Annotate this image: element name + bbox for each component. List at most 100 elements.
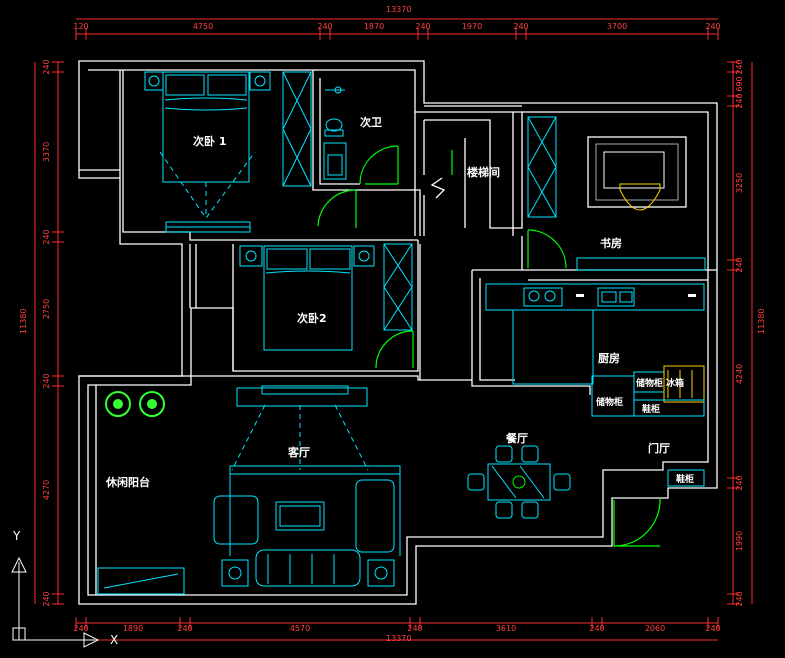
room-label-study: 书房 [600,236,622,250]
coffee-table [275,501,325,531]
stairwell: 楼梯间 [467,165,500,179]
room-label-living: 客厅 [287,445,310,459]
tv-cabinet [229,465,401,475]
top-dimension-4: 240 [415,22,430,31]
shower-icon [323,142,347,180]
bottom-dimension-5: 3610 [496,624,516,633]
plant-icon [105,391,131,417]
bedroom2-furniture: 次卧2 [239,243,413,351]
armchair-icon [213,495,259,545]
left-dimension-1: 3370 [42,142,51,162]
chair-icon [553,473,571,491]
fridge-icon [663,365,705,403]
balcony-cabinet [97,567,185,595]
right-dimension-2: 240 [735,93,744,108]
top-dimension-6: 240 [513,22,528,31]
top-dimension-5: 1970 [462,22,482,31]
dining-furniture: 餐厅 [467,431,571,519]
chair-icon [495,445,513,463]
label-fridge: 冰箱 [666,377,684,389]
left-total-dimension: 11380 [19,309,28,334]
right-dimension-1: 690 [735,76,744,91]
room-label-bedroom1: 次卧 1 [193,134,226,148]
double-bed-1 [162,71,250,183]
plant-icon [139,391,165,417]
bottom-dimension-7: 2060 [645,624,665,633]
label-shoe-cabinet: 鞋柜 [642,403,660,415]
storage-cabinet-a [591,375,635,417]
right-dimension-7: 1990 [735,531,744,551]
chair-icon [495,501,513,519]
right-dimension-5: 4240 [735,364,744,384]
room-label-dining: 餐厅 [505,431,528,445]
top-dimension-7: 3700 [607,22,627,31]
room-label-foyer: 门厅 [648,441,670,455]
living-furniture: 客厅 [213,404,401,587]
kitchen-counter [485,283,705,311]
toilet-icon [325,118,343,132]
wardrobe-1 [282,71,312,187]
double-bed-2 [263,245,353,351]
bottom-dimension-4: 240 [407,624,422,633]
right-dimension-4: 240 [735,257,744,272]
top-dimension-0: 120 [73,22,88,31]
chair-icon [467,473,485,491]
bottom-dimension-8: 240 [705,624,720,633]
axis-y-label: Y [12,529,21,543]
right-dimension-6: 240 [735,475,744,490]
left-dimension-4: 240 [42,373,51,388]
side-table-icon [221,559,249,587]
sink-icon [597,287,635,307]
ucs-axis: Y X [11,529,118,648]
bedroom1-furniture: 次卧 1 [144,71,312,219]
room-label-bedroom2: 次卧2 [297,311,327,325]
entry-shoe-cabinet [667,469,705,487]
nightstand-icon [239,245,263,267]
armchair-icon [355,479,395,553]
left-dimension-6: 240 [42,591,51,606]
left-dimension-2: 240 [42,229,51,244]
right-dimension-0: 240 [735,59,744,74]
label-entry-cabinet: 鞋柜 [676,473,694,485]
room-label-bathroom: 次卫 [360,115,382,129]
shoe-cabinet [633,399,705,417]
left-dimension-3: 2750 [42,299,51,319]
desk-rug [587,136,687,208]
top-dimension-8: 240 [705,22,720,31]
sofa-icon [255,549,361,587]
wardrobe-2 [383,243,413,331]
left-dimension-5: 4270 [42,480,51,500]
room-label-balcony: 休闲阳台 [105,475,150,489]
top-dimension-2: 240 [317,22,332,31]
axis-x-label: X [110,633,118,647]
nightstand-icon [353,245,375,267]
chair-icon [521,501,539,519]
left-dimension-0: 240 [42,59,51,74]
dining-table [487,463,551,501]
doors [317,145,661,547]
top-total-dimension: 13370 [386,5,411,14]
windows [165,105,706,407]
bottom-total-dimension: 13370 [386,634,411,643]
bottom-dimension-6: 240 [589,624,604,633]
walls [78,60,718,605]
desk-chair-icon [619,183,661,211]
bookshelf [527,116,557,218]
bottom-dimension-3: 4570 [290,624,310,633]
kitchen-fixtures: 储物柜 储物柜 冰箱 鞋柜 厨房 [485,283,705,417]
right-dimension-3: 3250 [735,173,744,193]
side-table-icon [367,559,395,587]
room-label-stairwell: 楼梯间 [467,165,500,179]
label-cabinet-a: 储物柜 [596,396,623,408]
top-dimension-3: 1870 [364,22,384,31]
balcony: 休闲阳台 [97,391,185,595]
bottom-dimension-2: 240 [177,624,192,633]
room-label-kitchen: 厨房 [598,351,620,365]
bottom-dimension-0: 240 [73,624,88,633]
foyer: 鞋柜 门厅 [648,441,705,487]
left-dimensions: 11380 240 3370 240 2750 240 4270 240 [19,59,64,607]
